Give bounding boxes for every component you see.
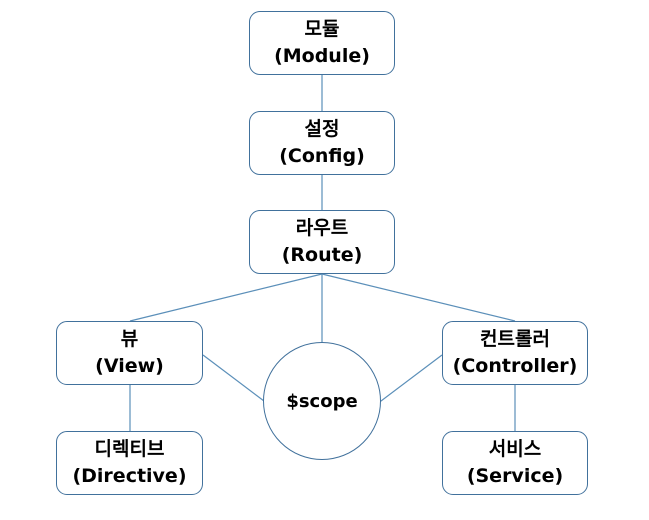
- node-scope: $scope: [263, 342, 381, 460]
- node-config-english-label: (Config): [279, 145, 365, 167]
- node-route-english-label: (Route): [281, 244, 363, 266]
- node-service-korean-label: 서비스: [488, 438, 542, 460]
- node-view-korean-label: 뷰: [120, 328, 139, 350]
- node-module-korean-label: 모듈: [304, 18, 340, 40]
- node-controller-english-label: (Controller): [452, 355, 578, 377]
- node-service: 서비스 (Service): [442, 431, 588, 495]
- node-view-english-label: (View): [95, 355, 164, 377]
- node-controller: 컨트롤러 (Controller): [442, 321, 588, 385]
- edge-controller-scope: [376, 354, 443, 405]
- node-config: 설정 (Config): [249, 111, 395, 175]
- node-scope-label: $scope: [286, 390, 358, 412]
- node-route: 라우트 (Route): [249, 210, 395, 274]
- edge-view-scope: [202, 354, 269, 405]
- node-module-english-label: (Module): [274, 45, 370, 67]
- node-config-korean-label: 설정: [304, 118, 340, 140]
- node-directive-english-label: (Directive): [72, 465, 187, 487]
- edge-route-controller: [321, 273, 516, 322]
- node-module: 모듈 (Module): [249, 11, 395, 75]
- node-route-korean-label: 라우트: [295, 217, 349, 239]
- edge-route-view: [129, 273, 323, 322]
- node-service-english-label: (Service): [466, 465, 564, 487]
- node-controller-korean-label: 컨트롤러: [480, 328, 550, 350]
- node-directive: 디렉티브 (Directive): [56, 431, 203, 495]
- node-view: 뷰 (View): [56, 321, 203, 385]
- node-directive-korean-label: 디렉티브: [94, 438, 165, 460]
